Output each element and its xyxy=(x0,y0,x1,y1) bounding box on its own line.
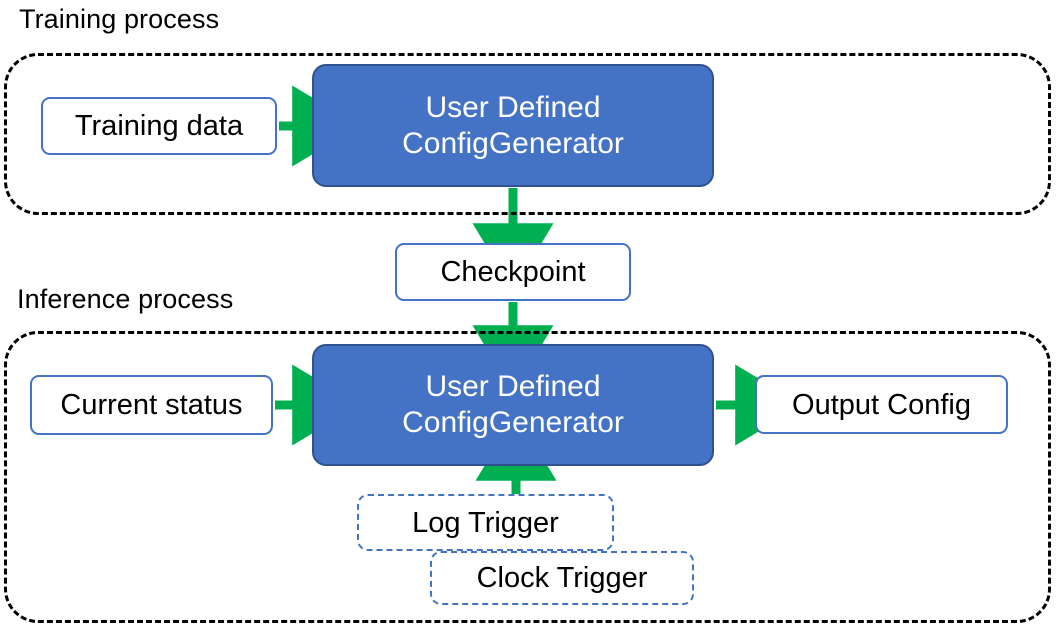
node-train-config-generator[interactable]: User Defined ConfigGenerator xyxy=(312,64,714,187)
node-log-trigger[interactable]: Log Trigger xyxy=(357,494,614,551)
node-inference-config-generator-label: User Defined ConfigGenerator xyxy=(392,369,634,441)
node-log-trigger-label: Log Trigger xyxy=(412,506,559,539)
node-training-data-label: Training data xyxy=(74,110,244,142)
node-clock-trigger-label: Clock Trigger xyxy=(476,562,648,594)
node-inference-config-generator-line1: User Defined xyxy=(425,370,601,403)
node-checkpoint-label: Checkpoint xyxy=(440,256,586,288)
section-caption-inference: Inference process xyxy=(17,284,234,314)
inference-process-container xyxy=(4,331,1051,623)
node-output-config[interactable]: Output Config xyxy=(755,375,1008,434)
node-clock-trigger[interactable]: Clock Trigger xyxy=(430,551,694,605)
node-inference-config-generator[interactable]: User Defined ConfigGenerator xyxy=(312,344,714,466)
node-train-config-generator-line2: ConfigGenerator xyxy=(402,126,624,160)
node-checkpoint[interactable]: Checkpoint xyxy=(395,243,631,301)
section-caption-training: Training process xyxy=(19,4,220,34)
node-inference-config-generator-line2: ConfigGenerator xyxy=(402,406,624,439)
node-train-config-generator-label: User Defined ConfigGenerator xyxy=(392,90,634,162)
node-current-status[interactable]: Current status xyxy=(30,375,273,435)
node-train-config-generator-line1: User Defined xyxy=(425,90,601,124)
node-output-config-label: Output Config xyxy=(792,388,971,421)
node-training-data[interactable]: Training data xyxy=(41,97,277,155)
training-process-container xyxy=(4,53,1051,215)
node-current-status-label: Current status xyxy=(60,389,243,421)
